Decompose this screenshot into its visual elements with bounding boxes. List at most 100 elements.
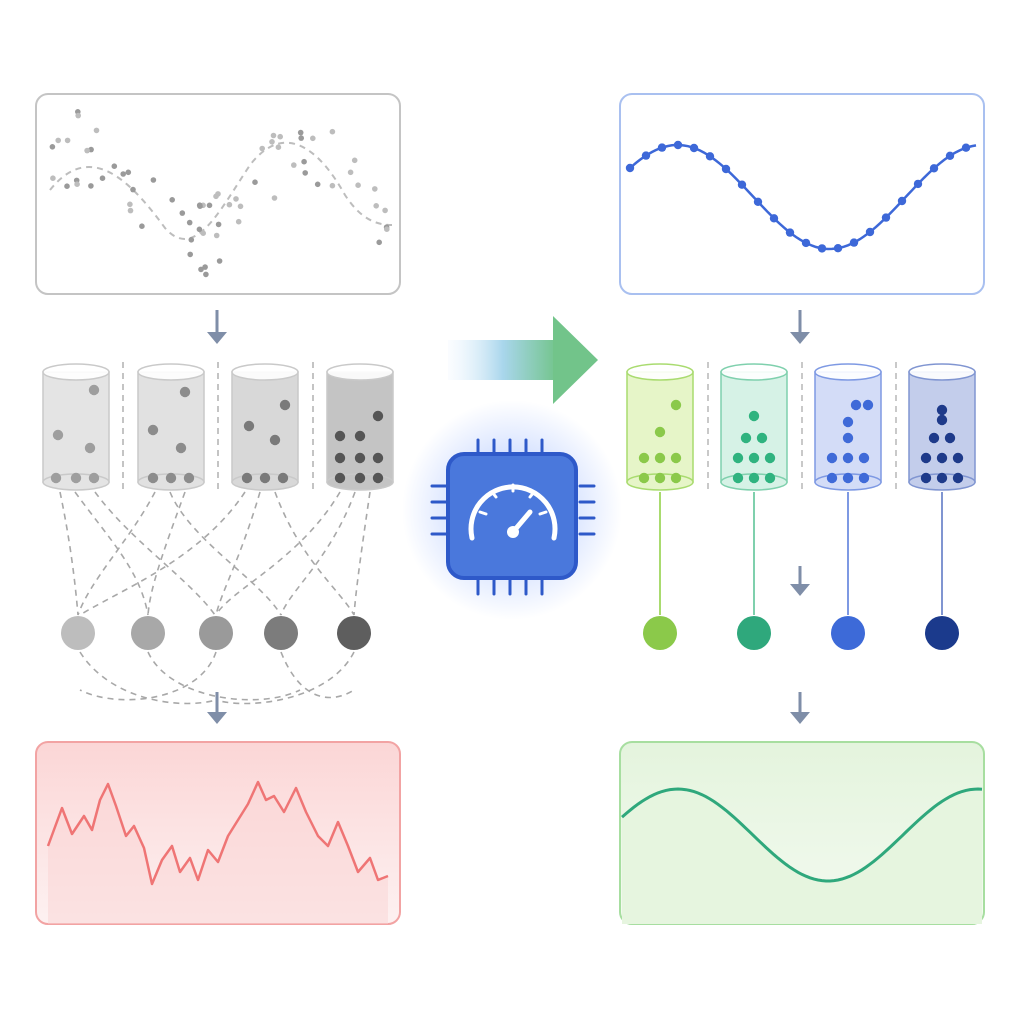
scatter-point — [203, 271, 209, 278]
bucket-dot — [654, 452, 666, 464]
scatter-point — [186, 219, 193, 226]
smooth-wave-area — [622, 789, 982, 924]
bucket-dot — [936, 414, 948, 426]
scatter-point — [99, 175, 106, 181]
left-input-panel — [35, 93, 401, 295]
right-input-panel — [619, 93, 985, 295]
bucket-dot — [269, 434, 281, 446]
bucket-rim — [814, 363, 882, 381]
scatter-point — [187, 251, 193, 258]
bucket-dot — [936, 404, 948, 416]
scatter-point — [169, 197, 175, 203]
bucket-dot — [179, 386, 191, 398]
jagged-signal-area — [48, 782, 388, 924]
scatter-point — [198, 266, 204, 273]
bucket-rim — [326, 363, 394, 381]
bucket-dot — [944, 432, 956, 444]
bucket-dot — [826, 472, 838, 484]
bucket-dot — [862, 399, 874, 411]
scatter-point — [373, 203, 380, 209]
bucket-dot — [88, 384, 100, 396]
sine-point — [657, 143, 667, 152]
right-nodes — [643, 616, 959, 650]
bucket-body — [720, 371, 788, 483]
scatter-point — [372, 186, 378, 192]
left-bucket-3 — [231, 363, 299, 491]
scatter-point — [206, 202, 213, 209]
bucket-dot — [175, 442, 187, 454]
scatter-point — [382, 207, 388, 214]
bucket-dot — [764, 452, 776, 464]
scatter-point — [196, 202, 203, 208]
right-straight-connections — [659, 492, 943, 615]
scatter-point — [213, 232, 220, 239]
scatter-point — [329, 128, 336, 135]
processor-chip — [402, 400, 622, 620]
bucket-dot — [732, 472, 744, 484]
left-node-4 — [264, 616, 298, 650]
scatter-point — [235, 218, 242, 225]
bucket-rim — [720, 363, 788, 381]
scatter-point — [55, 137, 61, 144]
left-bucket-4 — [326, 363, 394, 491]
scatter-point — [215, 221, 222, 228]
right-buckets — [626, 363, 976, 491]
sine-point — [865, 227, 875, 237]
right-output-panel — [619, 741, 985, 925]
bucket-dot — [842, 416, 854, 428]
bucket-body — [231, 371, 299, 483]
bucket-dot — [952, 452, 964, 464]
bucket-dot — [858, 452, 870, 464]
noisy-scatter-points — [49, 109, 390, 278]
bucket-dot — [84, 442, 96, 454]
bucket-dot — [50, 472, 62, 484]
scatter-point — [259, 145, 266, 152]
bucket-dot — [748, 452, 760, 464]
left-node-5 — [337, 616, 371, 650]
scatter-point — [216, 258, 223, 264]
bucket-dot — [764, 472, 776, 484]
bucket-body — [42, 371, 110, 483]
scatter-point — [196, 226, 203, 233]
bucket-dot — [70, 472, 82, 484]
bucket-dot — [277, 472, 289, 484]
bucket-body — [326, 371, 394, 483]
scatter-point — [376, 239, 383, 246]
right-bucket-3 — [814, 363, 882, 491]
jagged-signal-line — [46, 780, 389, 886]
bucket-dot — [670, 399, 682, 411]
scatter-point — [64, 137, 71, 144]
bucket-dot — [334, 452, 346, 464]
scatter-point — [314, 181, 321, 188]
bucket-dot — [670, 472, 682, 484]
scatter-point — [237, 203, 244, 210]
sine-point — [849, 238, 859, 247]
bucket-dot — [165, 472, 177, 484]
scatter-point — [111, 163, 118, 169]
bucket-dot — [850, 399, 862, 411]
bucket-dot — [52, 429, 64, 441]
right-bucket-4 — [908, 363, 976, 491]
bucket-dot — [670, 452, 682, 464]
bucket-dot — [259, 472, 271, 484]
right-node-2 — [737, 616, 771, 650]
left-node-2 — [131, 616, 165, 650]
bucket-dot — [826, 452, 838, 464]
scatter-point — [302, 170, 309, 176]
scatter-point — [291, 162, 297, 168]
bucket-dot — [654, 472, 666, 484]
scatter-point — [130, 186, 136, 193]
scatter-point — [269, 139, 275, 145]
bucket-dot — [842, 432, 854, 444]
scatter-point — [200, 230, 206, 236]
scatter-point — [355, 182, 361, 188]
bucket-dot — [183, 472, 195, 484]
scatter-point — [49, 144, 56, 150]
sine-point — [833, 244, 843, 253]
left-down-arrow-bottom — [207, 692, 227, 724]
sine-point — [945, 151, 955, 160]
bucket-dot — [928, 432, 940, 444]
scatter-point — [226, 201, 233, 208]
scatter-point — [75, 112, 81, 119]
